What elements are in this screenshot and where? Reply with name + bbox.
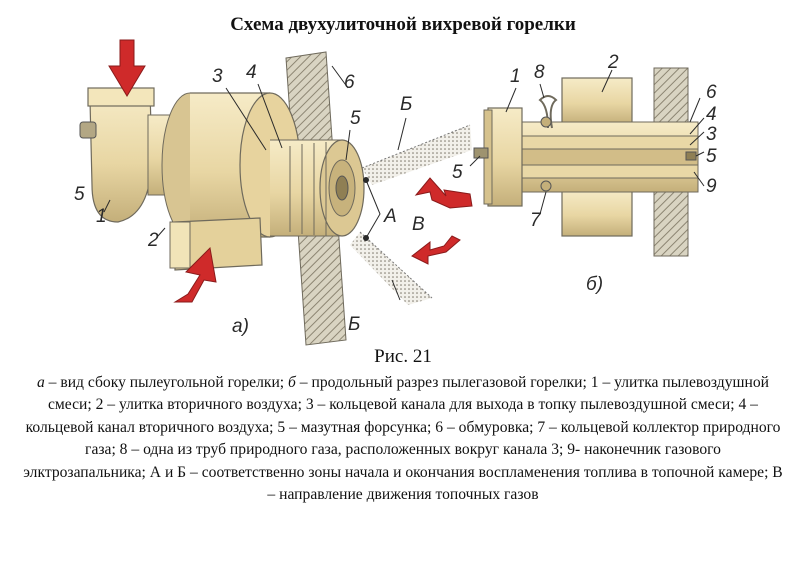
air-inlet-arrow-bottom — [173, 246, 217, 303]
label-b-9: 9 — [706, 176, 717, 197]
flame-zone-lower — [350, 232, 432, 305]
flame-zone-upper — [362, 125, 472, 185]
caption-b-text: – продольный разрез пылегазовой горелки;… — [23, 374, 783, 504]
caption-a-text: – вид сбоку пылеугольной горелки; — [44, 374, 289, 391]
label-b-6: 6 — [706, 82, 717, 103]
label-b-3: 3 — [706, 124, 717, 145]
label-view-a: а) — [232, 316, 249, 337]
label-a-3: 3 — [212, 66, 223, 87]
scroll-2-lower — [561, 189, 633, 237]
caption-b: б — [288, 374, 296, 391]
label-a-5: 5 — [74, 184, 85, 205]
side-view-a: 5 1 2 3 4 6 5 Б А В Б а) — [74, 39, 473, 346]
gas-tube-8 — [538, 95, 558, 129]
section-view-b: 1 8 2 6 4 3 5 9 5 7 б) — [452, 52, 717, 295]
figure-title: Схема двухулиточной вихревой горелки — [230, 14, 576, 35]
label-a-1: 1 — [96, 206, 107, 227]
label-zone-v: В — [412, 214, 425, 235]
label-b-2: 2 — [607, 52, 619, 73]
label-a-5b: 5 — [350, 108, 361, 129]
scroll-1 — [89, 91, 153, 223]
caption-a: а — [36, 374, 45, 391]
label-b-8: 8 — [534, 62, 545, 83]
label-zone-b-bottom: Б — [348, 314, 360, 335]
igniter-tip — [685, 151, 697, 161]
label-b-1: 1 — [510, 66, 521, 87]
scroll-2-upper — [561, 77, 633, 125]
air-inlet-arrow-top — [108, 39, 146, 97]
label-a-2: 2 — [147, 230, 159, 251]
label-b-5: 5 — [706, 146, 717, 167]
label-view-b: б) — [586, 274, 603, 295]
flue-gas-arrow-top — [414, 177, 473, 209]
scroll-1-section — [487, 107, 523, 207]
oil-nozzle-section — [473, 147, 489, 159]
figure-caption: а – вид сбоку пылеугольной горелки; б – … — [22, 372, 784, 506]
label-zone-a: А — [383, 206, 397, 227]
label-b-5b: 5 — [452, 162, 463, 183]
flue-gas-arrow-bottom — [411, 235, 461, 265]
label-b-4: 4 — [706, 104, 717, 125]
label-a-6: 6 — [344, 72, 355, 93]
scroll-1-inlet — [87, 87, 155, 107]
label-zone-b-top: Б — [400, 94, 412, 115]
label-b-7: 7 — [530, 210, 542, 231]
figure-number: Рис. 21 — [374, 346, 432, 367]
oil-nozzle — [79, 121, 97, 139]
label-a-4: 4 — [246, 62, 257, 83]
